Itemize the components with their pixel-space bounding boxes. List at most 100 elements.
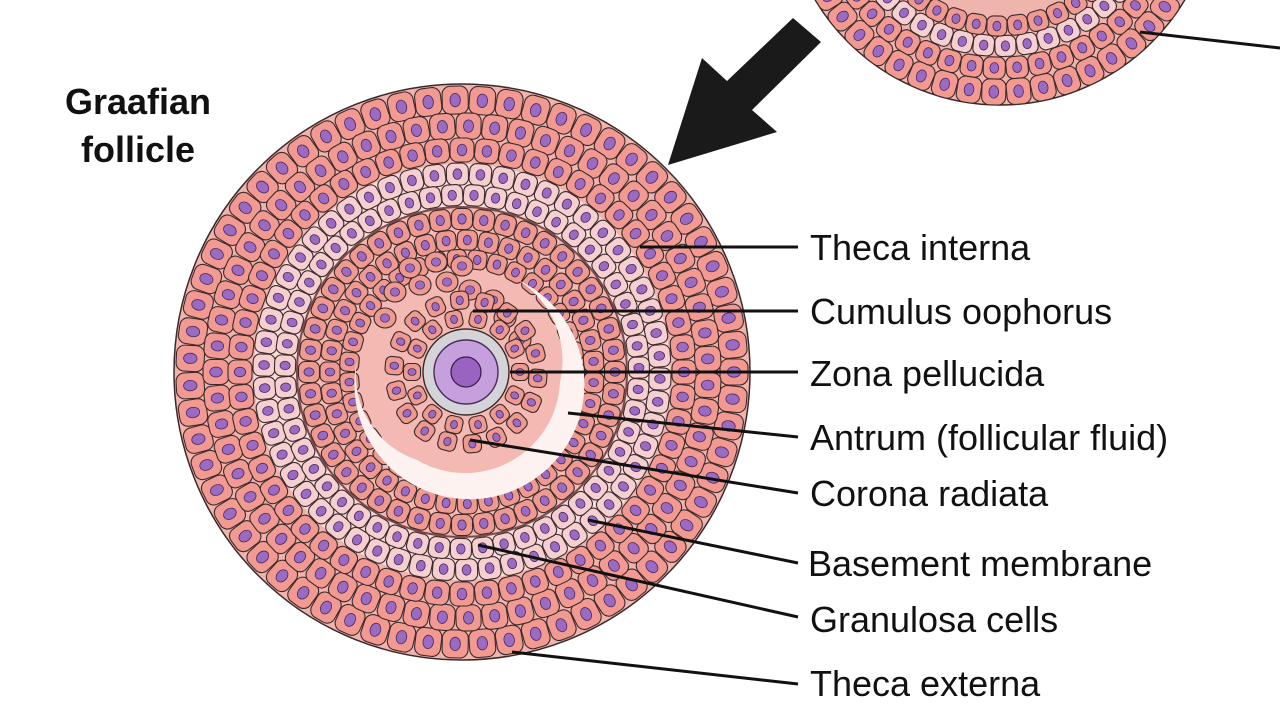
- theca-interna-cell: [376, 198, 402, 223]
- theca-interna-cell: [477, 556, 502, 581]
- theca-externa-cell: [521, 567, 550, 596]
- theca-externa-cell: [593, 127, 626, 160]
- theca-externa-cell: [598, 163, 630, 194]
- granulosa-cell: [386, 498, 411, 524]
- granulosa-cell: [564, 459, 591, 485]
- theca-externa-cell: [449, 581, 475, 607]
- theca-externa-cell: [657, 431, 686, 460]
- theca-externa-cell: [177, 398, 209, 427]
- theca-interna-cell: [280, 310, 305, 335]
- granulosa-cell: [333, 259, 360, 285]
- granulosa-cell: [472, 511, 496, 535]
- theca-interna-cell: [252, 353, 276, 377]
- granulosa-cell: [349, 474, 375, 501]
- granulosa-cell: [450, 513, 474, 537]
- theca-interna-cell: [543, 209, 569, 235]
- theca-interna-cell: [550, 504, 576, 530]
- theca-externa-cell: [284, 171, 316, 203]
- label-corona-radiata: Corona radiata: [810, 473, 1049, 514]
- corona-radiata-cell: [407, 385, 428, 406]
- theca-interna-cell: [618, 255, 645, 283]
- theca-externa-cell: [290, 200, 320, 230]
- theca-externa-cell: [1005, 55, 1030, 80]
- theca-externa-cell: [690, 397, 720, 425]
- theca-externa-cell: [374, 567, 403, 596]
- theca-interna-cell: [572, 204, 599, 231]
- granulosa-cell: [493, 213, 518, 238]
- label-theca-interna: Theca interna: [810, 227, 1031, 268]
- theca-interna-cell: [287, 244, 314, 271]
- theca-externa-cell: [374, 148, 403, 177]
- theca-externa-cell: [203, 332, 232, 360]
- corona-radiata-cell: [474, 292, 495, 313]
- theca-interna-cell: [346, 503, 372, 529]
- theca-interna-cell: [269, 441, 295, 468]
- theca-externa-cell: [693, 345, 722, 373]
- theca-interna-cell: [532, 516, 558, 541]
- theca-externa-cell: [207, 305, 236, 335]
- theca-externa-cell: [618, 532, 649, 564]
- granulosa-cell: [428, 511, 452, 535]
- theca-externa-cell: [813, 0, 844, 12]
- corona-radiata-cell: [444, 414, 464, 435]
- theca-externa-cell: [506, 118, 535, 148]
- theca-interna-cell: [445, 162, 470, 186]
- leader-basement-membrane: [587, 518, 799, 565]
- theca-externa-cell: [386, 91, 417, 123]
- granulosa-cell: [1063, 0, 1088, 15]
- corona-radiata-cell: [390, 330, 412, 353]
- theca-interna-cell: [356, 184, 382, 211]
- leader-antrum: [567, 411, 799, 439]
- theca-externa-cell: [310, 591, 342, 624]
- theca-externa-cell: [520, 618, 551, 650]
- theca-externa-cell: [334, 603, 366, 636]
- granulosa-cell: [320, 276, 346, 302]
- granulosa-cell: [493, 506, 518, 531]
- theca-externa-cell: [351, 158, 380, 186]
- corona-radiata-cell: [504, 338, 525, 359]
- theca-externa-cell: [635, 161, 669, 194]
- corona-radiata-cell: [527, 368, 548, 389]
- label-basement-membrane: Basement membrane: [808, 543, 1152, 584]
- theca-externa-cell: [175, 371, 206, 400]
- theca-externa-cell: [554, 578, 585, 609]
- theca-externa-cell: [615, 143, 648, 176]
- theca-externa-cell: [190, 263, 223, 295]
- theca-externa-cell: [1029, 72, 1057, 102]
- theca-interna-cell: [384, 524, 410, 549]
- granulosa-cell: [413, 487, 437, 511]
- development-arrow: [668, 18, 821, 165]
- granulosa-cell: [299, 338, 323, 362]
- theca-interna-cell: [533, 180, 560, 206]
- corona-radiata-cell: [396, 402, 418, 425]
- corona-radiata-cell: [462, 433, 483, 454]
- theca-externa-cell: [1116, 28, 1147, 59]
- theca-externa-cell: [1149, 0, 1180, 22]
- theca-externa-cell: [468, 85, 497, 116]
- theca-externa-cell: [636, 199, 667, 231]
- granulosa-cell: [299, 382, 323, 406]
- granulosa-cell: [349, 311, 372, 335]
- theca-interna-cell: [620, 312, 645, 337]
- theca-externa-cell: [621, 219, 650, 248]
- theca-externa-cell: [246, 170, 279, 204]
- granulosa-cell: [504, 261, 527, 284]
- theca-externa-cell: [399, 574, 427, 602]
- theca-externa-cell: [309, 531, 338, 560]
- theca-externa-cell: [473, 138, 500, 165]
- theca-interna-cell: [1091, 0, 1118, 19]
- granulosa-cell: [907, 0, 932, 12]
- theca-externa-cell: [249, 210, 280, 241]
- previous-stage-follicle: [813, 0, 1193, 106]
- theca-interna-cell: [275, 332, 299, 356]
- theca-externa-cell: [684, 422, 714, 451]
- theca-externa-cell: [676, 447, 706, 477]
- theca-interna-cell: [427, 535, 451, 560]
- granulosa-cell: [532, 230, 558, 256]
- diagram-title-line1: Graafian: [65, 81, 211, 122]
- theca-externa-cell: [265, 189, 297, 221]
- theca-interna-cell: [301, 226, 329, 253]
- theca-interna-cell: [595, 491, 623, 518]
- granulosa-cell: [986, 15, 1008, 37]
- theca-externa-cell: [284, 541, 316, 573]
